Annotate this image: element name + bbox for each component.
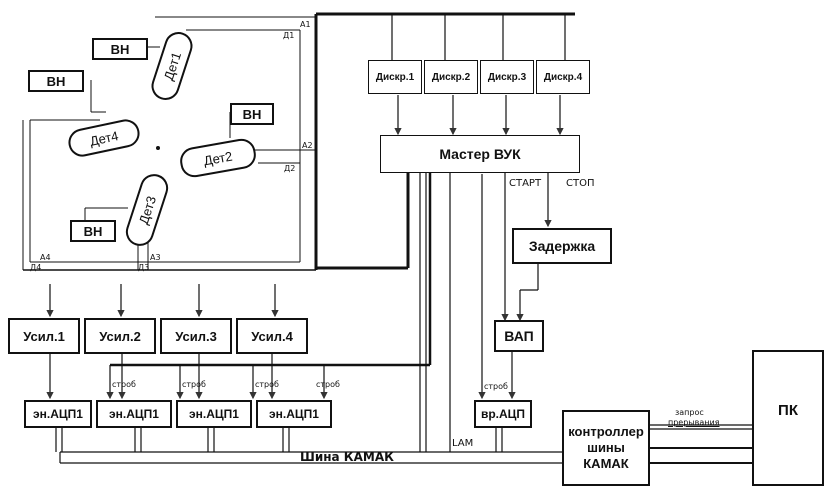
energy-adc-2: эн.АЦП1: [96, 400, 172, 428]
camac-controller: контроллер шины КАМАК: [562, 410, 650, 486]
camac-bus-label: Шина КАМАК: [300, 450, 394, 464]
signal-label-d2: Д2: [284, 164, 296, 173]
amplifier-1: Усил.1: [8, 318, 80, 354]
amplifier-2: Усил.2: [84, 318, 156, 354]
strobe-label-time: строб: [484, 382, 508, 391]
discriminator-3: Дискр.3: [480, 60, 534, 94]
signal-label-d4: Д4: [30, 263, 42, 272]
tac-unit: ВАП: [494, 320, 544, 352]
time-adc: вр.АЦП: [474, 400, 532, 428]
hv-supply-2: ВН: [230, 103, 274, 125]
discriminator-4: Дискр.4: [536, 60, 590, 94]
pc: ПК: [752, 350, 824, 486]
signal-label-d3: Д3: [138, 263, 150, 272]
strobe-label-3: строб: [255, 380, 279, 389]
lam-label: LAM: [452, 438, 474, 449]
energy-adc-4: эн.АЦП1: [256, 400, 332, 428]
delay-unit: Задержка: [512, 228, 612, 264]
signal-label-d1: Д1: [283, 31, 295, 40]
strobe-label-1: строб: [112, 380, 136, 389]
master-coincidence: Мастер ВУК: [380, 135, 580, 173]
signal-label-a1: A1: [300, 20, 311, 29]
signal-label-a2: A2: [302, 141, 313, 150]
interrupt-label-2: прерывания: [668, 418, 720, 427]
signal-label-a3: A3: [150, 253, 161, 262]
discriminator-1: Дискр.1: [368, 60, 422, 94]
strobe-label-2: строб: [182, 380, 206, 389]
start-label: СТАРТ: [509, 178, 542, 189]
energy-adc-1: эн.АЦП1: [24, 400, 92, 428]
signal-label-a4: A4: [40, 253, 51, 262]
energy-adc-3: эн.АЦП1: [176, 400, 252, 428]
hv-supply-1: ВН: [92, 38, 148, 60]
amplifier-3: Усил.3: [160, 318, 232, 354]
stop-label: СТОП: [566, 178, 595, 189]
center-point: [156, 146, 160, 150]
hv-supply-3: ВН: [70, 220, 116, 242]
strobe-label-4: строб: [316, 380, 340, 389]
interrupt-label-1: запрос: [675, 408, 704, 417]
hv-supply-4: ВН: [28, 70, 84, 92]
discriminator-2: Дискр.2: [424, 60, 478, 94]
amplifier-4: Усил.4: [236, 318, 308, 354]
